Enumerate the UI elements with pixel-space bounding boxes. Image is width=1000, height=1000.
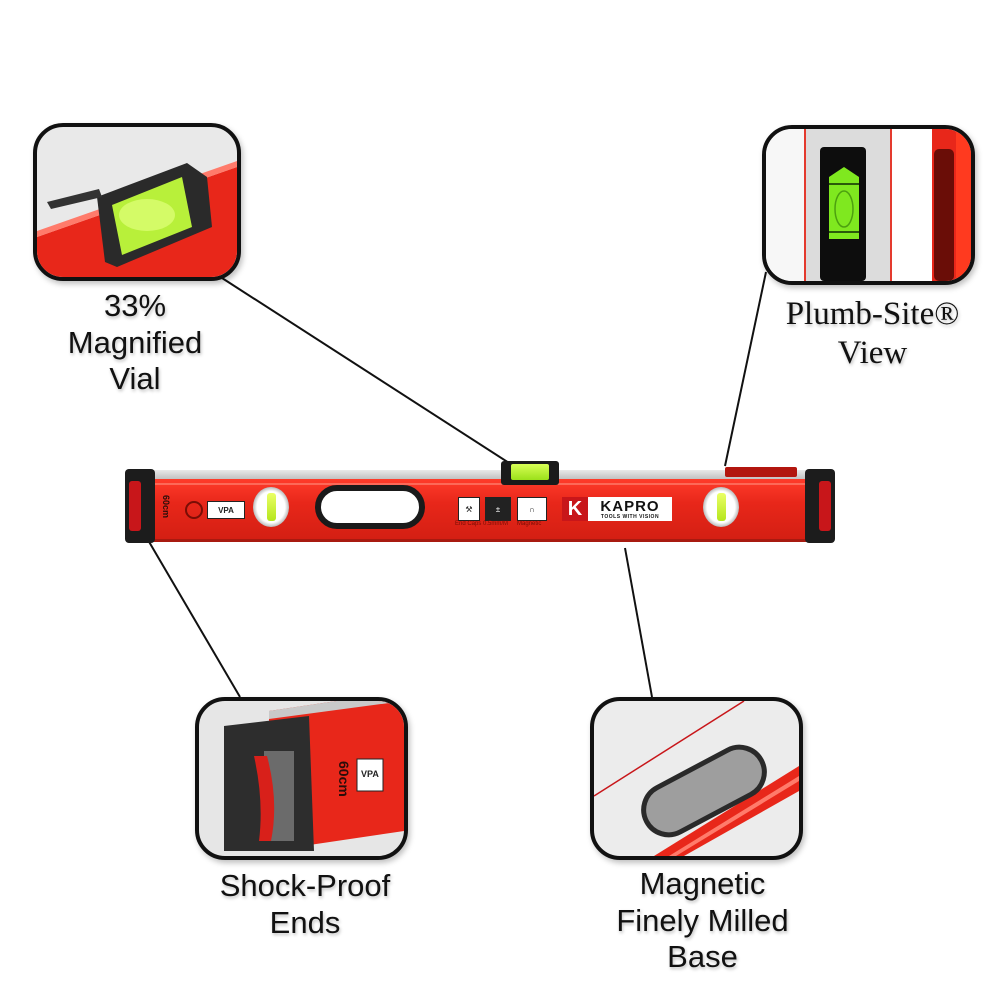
magnetic-base-closeup-illustration [594, 701, 799, 856]
left-vial-tube [267, 493, 276, 521]
end-cap-closeup-illustration: 60cm VPA [224, 701, 404, 851]
spirit-level-product: 60cm VPA ⚒ End Caps ± 0.5mm/M ∩ Magnetic… [125, 461, 835, 547]
right-vial-tube [717, 493, 726, 521]
plumb-site-label: Plumb-Site® View [760, 295, 985, 373]
brand-tagline: TOOLS WITH VISION [600, 513, 660, 520]
plumb-site-window [725, 467, 797, 477]
right-end-cap [805, 469, 835, 543]
magnetic-base-label: Magnetic Finely Milled Base [590, 866, 815, 976]
carry-handle [315, 485, 425, 529]
label-line: Ends [269, 904, 341, 940]
shock-proof-callout-image: 60cm VPA [195, 697, 408, 860]
label-line: View [837, 334, 908, 371]
plumb-site-callout-image [762, 125, 975, 285]
badge-end-caps-caption: End Caps [455, 521, 482, 527]
vial-closeup-illustration [37, 161, 237, 277]
level-highlight-line [139, 483, 821, 485]
connector-magnetic-base [624, 547, 653, 698]
left-end-cap [125, 469, 155, 543]
badge-accuracy-caption: 0.5mm/M [483, 521, 509, 527]
right-plumb-vial [703, 487, 739, 527]
badge-magnetic-icon: ∩ [517, 497, 547, 521]
level-top-edge [143, 470, 817, 480]
right-grip [819, 481, 831, 531]
label-line: Finely Milled [616, 902, 789, 938]
svg-text:60cm: 60cm [336, 761, 352, 797]
left-grip [129, 481, 141, 531]
vpa-certification-badge: VPA [207, 501, 245, 519]
top-vial-glass [511, 464, 549, 480]
label-line: Plumb-Site® [785, 296, 960, 332]
kapro-logo: K KAPRO TOOLS WITH VISION [562, 497, 672, 521]
svg-text:VPA: VPA [361, 769, 379, 779]
label-line: Shock-Proof [219, 868, 391, 903]
badge-end-caps-icon: ⚒ [458, 497, 480, 521]
magnetic-base-callout-image [590, 697, 803, 860]
label-line: Magnetic [639, 866, 766, 901]
connector-shock-proof [147, 539, 241, 698]
label-line: Vial [109, 361, 161, 397]
magnified-vial-label: 33% Magnified Vial [40, 288, 230, 398]
label-line: 33% [103, 288, 167, 323]
shock-proof-label: Shock-Proof Ends [195, 868, 415, 941]
top-vial [501, 461, 559, 485]
size-marking: 60cm [161, 495, 171, 519]
brand-seal-icon [185, 501, 203, 519]
badge-magnetic-caption: Magnetic [517, 521, 542, 527]
left-plumb-vial [253, 487, 289, 527]
badge-accuracy-icon: ± [485, 497, 511, 521]
label-line: Base [667, 939, 738, 975]
connector-magnified-vial [221, 277, 521, 471]
magnified-vial-callout-image [33, 123, 241, 281]
plumb-site-illustration [766, 129, 971, 281]
label-line: Magnified [67, 324, 203, 360]
vpa-text: VPA [218, 505, 234, 515]
kapro-k-icon: K [562, 497, 588, 521]
brand-name: KAPRO [600, 497, 660, 515]
